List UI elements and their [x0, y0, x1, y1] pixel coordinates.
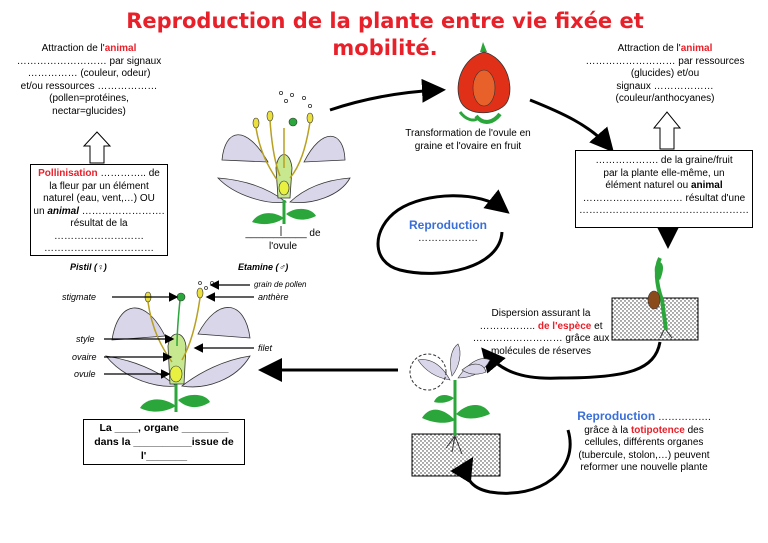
fill-blank: ……………………… [54, 230, 144, 242]
text-fragment: signaux [616, 80, 654, 92]
label-stigmate: stigmate [62, 292, 97, 302]
etamine-label: Etamine (♂) [238, 262, 289, 272]
text-fragment: de [148, 168, 160, 179]
text-line: (glucides) et/ou [630, 68, 700, 79]
fill-blank: ……………… [97, 80, 158, 92]
title-line-1: Reproduction de la plante entre vie fixé… [126, 9, 644, 33]
text-fragment: animal [690, 180, 723, 191]
label-filet: filet [258, 343, 273, 353]
animal-attraction-text-right: Attraction de l'animal ……………………… par res… [585, 43, 745, 106]
text-line: Transformation de l'ovule en [405, 128, 531, 139]
reproduction-center: Reproduction ……………… [396, 218, 500, 246]
reproduction-title: Reproduction [409, 218, 487, 232]
reproduction-cycle-arrow [376, 189, 510, 275]
arrow-flower-to-fruit [329, 78, 446, 112]
lily-plant-illustration [409, 343, 501, 477]
hollow-up-arrow-left [82, 131, 112, 164]
text-fragment: Attraction de l' [41, 43, 105, 54]
text-line: cellules, différents organes [584, 437, 704, 448]
dispersion-text: Dispersion assurant la …………….. de l'espè… [468, 308, 614, 358]
text-line: reformer une nouvelle plante [580, 462, 708, 473]
text-line: (couleur/anthocyanes) [615, 93, 715, 104]
text-fragment: résultat de la [70, 218, 128, 229]
text-fragment: par ressources [675, 55, 745, 67]
text-fragment: de [306, 228, 321, 239]
fruit-illustration [457, 42, 511, 124]
fill-blank: ……………………… [16, 55, 107, 67]
fill-blank: ………………………… [582, 192, 683, 204]
text-fragment: et [591, 320, 603, 332]
seedling-illustration [611, 257, 699, 341]
text-line: (tubercule, stolon,…) peuvent [578, 449, 710, 461]
text-line: molécules de réserves [490, 345, 592, 357]
text-fragment: de la graine/fruit [658, 155, 733, 166]
text-fragment: un [33, 205, 48, 217]
text-line: la fleur par un élément [49, 180, 149, 192]
text-fragment: animal [680, 43, 713, 54]
flower-illustration-labelled [105, 281, 251, 412]
text-line: nectar=glucides) [52, 105, 126, 117]
text-fragment: totipotence [630, 424, 685, 436]
pollination-box: Pollinisation ………….. de la fleur par un … [30, 164, 168, 256]
fill-blank: ……………………… [585, 55, 676, 67]
label-anthere: anthère [258, 292, 289, 302]
fill-blank: …………… [27, 68, 78, 79]
text-line: graine et l'ovaire en fruit [414, 140, 522, 152]
text-fragment: grâce à la [584, 424, 631, 436]
arrow-seed-to-plant [481, 341, 662, 380]
fill-blank: ……………… [653, 80, 714, 92]
text-line: (pollen=protéines, [49, 93, 129, 104]
text-fragment: (couleur, odeur) [77, 68, 151, 79]
fill-blank: ___________ [245, 228, 307, 239]
fill-blank: ……………………. [79, 205, 165, 217]
text-line: l'ovule [268, 240, 298, 252]
label-ovule: ovule [74, 369, 96, 379]
text-fragment: de l'espèce [537, 320, 592, 332]
animal-attraction-text-left: Attraction de l'animal ……………………… par sig… [14, 43, 164, 118]
transformation-text: Transformation de l'ovule en graine et l… [390, 128, 546, 153]
arrow-fruit-to-seedbox [529, 98, 614, 153]
fill-blank: …………………………………………… [579, 205, 749, 216]
vegetative-cycle-arrow [450, 429, 572, 495]
fill-blank: …………….. [479, 320, 538, 332]
text-fragment: et/ou ressources [20, 80, 98, 92]
vegetative-reproduction-text: Reproduction ……………. grâce à la totipoten… [565, 410, 723, 475]
fill-blank: ……………. [655, 412, 711, 423]
text-fragment: par signaux [106, 55, 162, 67]
text-line: naturel (eau, vent,…) OU [43, 193, 155, 204]
text-fragment: résultat d'une [682, 192, 746, 204]
text-fragment: des [684, 424, 704, 436]
text-fragment: animal [47, 205, 80, 217]
page-title: Reproduction de la plante entre vie fixé… [40, 8, 730, 62]
label-arrows [104, 280, 254, 379]
text-line: La ____, organe ________ [99, 422, 229, 434]
pistil-label: Pistil (♀) [70, 262, 107, 272]
text-line: par la plante elle-même, un [603, 167, 725, 179]
fill-blank: ……………………… [472, 333, 563, 344]
label-ovaire: ovaire [72, 352, 97, 362]
fill-blank: …………………………… [44, 243, 154, 254]
fruit-question-box: La ____, organe ________ dans la _______… [83, 419, 245, 465]
text-fragment: élément naturel ou [605, 180, 691, 191]
text-line: l'_______ [140, 450, 188, 462]
fill-blank: ………….. [97, 168, 149, 179]
flower-illustration-top [216, 91, 351, 236]
text-fragment: Attraction de l' [617, 43, 681, 54]
reproduction-title: Reproduction [577, 409, 656, 423]
text-fragment: grâce aux [562, 333, 610, 344]
label-grain-de-pollen: grain de pollen [254, 280, 307, 289]
text-line: Dispersion assurant la [491, 308, 591, 319]
text-line: dans la __________issue de [94, 436, 234, 448]
label-style: style [76, 334, 95, 344]
fill-blank: ……………… [418, 233, 478, 244]
hollow-up-arrow-right [652, 111, 682, 150]
fill-blank: ………………. [595, 155, 659, 166]
text-fragment: animal [104, 43, 137, 54]
title-line-2: mobilité. [332, 36, 438, 60]
seed-dispersal-box: ………………. de la graine/fruit par la plante… [575, 150, 753, 228]
text-fragment: Pollinisation [38, 168, 98, 179]
ovule-label: ___________ de l'ovule [238, 228, 328, 253]
